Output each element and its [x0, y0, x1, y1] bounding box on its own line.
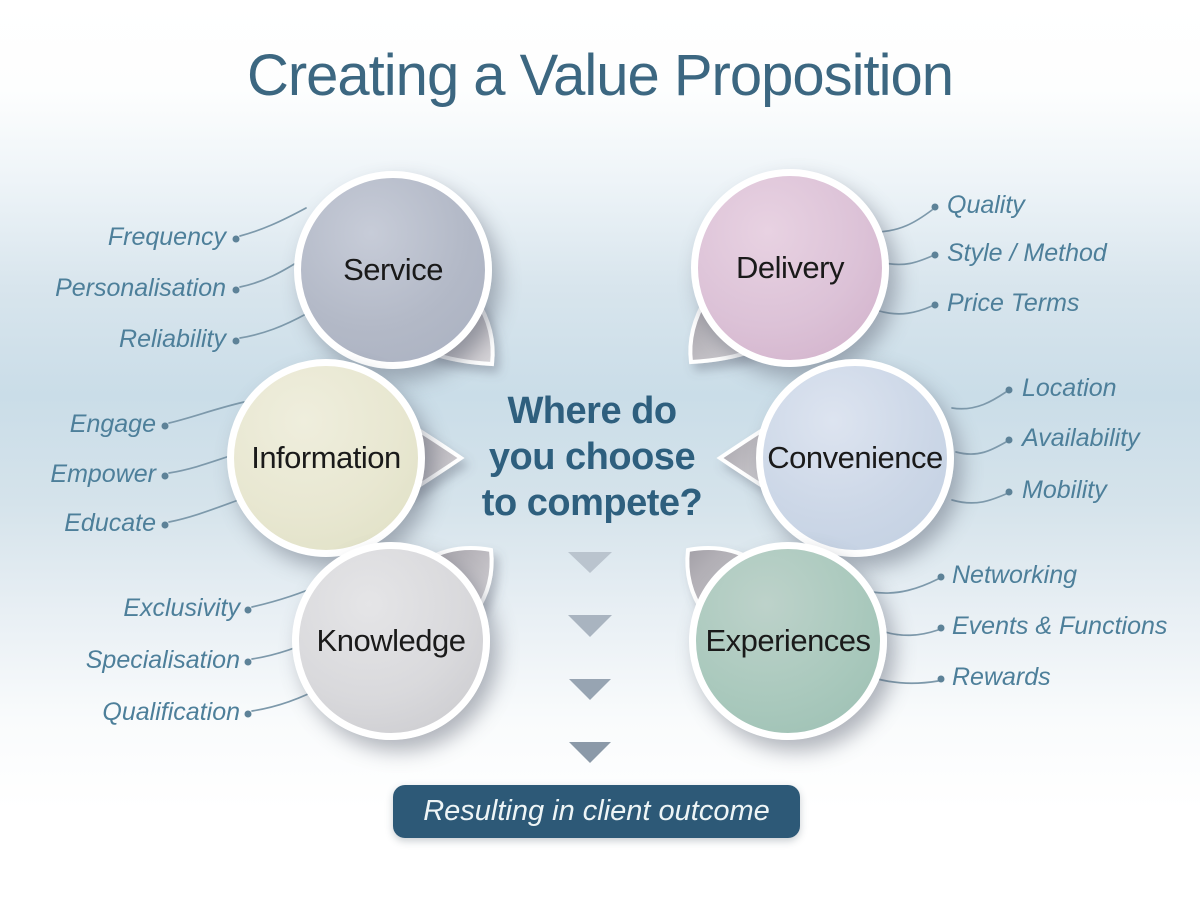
connector-dot — [1005, 436, 1013, 444]
experiences-item-events-functions: Events & Functions — [952, 612, 1168, 640]
bubble-delivery: Delivery — [691, 169, 889, 367]
bubble-service: Service — [294, 171, 492, 369]
connector-dot — [244, 658, 252, 666]
connector-dot — [232, 286, 240, 294]
bubble-experiences: Experiences — [689, 542, 887, 740]
connector-dot — [937, 573, 945, 581]
convenience-item-availability: Availability — [1022, 424, 1140, 452]
information-item-educate: Educate — [64, 509, 156, 537]
connector-dots — [161, 203, 1013, 718]
service-item-reliability: Reliability — [119, 325, 226, 353]
down-arrow-icon — [569, 679, 611, 700]
connector-dot — [232, 337, 240, 345]
bubble-convenience-label: Convenience — [767, 440, 943, 475]
knowledge-item-specialisation: Specialisation — [85, 646, 240, 674]
page-title: Creating a Value Proposition — [246, 43, 954, 108]
connector-dot — [244, 710, 252, 718]
convenience-connector-3 — [951, 493, 1007, 504]
experiences-connector-1 — [871, 578, 939, 594]
information-connector-1 — [168, 401, 245, 424]
service-connector-1 — [239, 207, 307, 237]
outcome-banner: Resulting in client outcome — [393, 785, 800, 838]
connector-dot — [161, 422, 169, 430]
bubble-convenience: Convenience — [756, 359, 954, 557]
connector-dot — [232, 235, 240, 243]
bubble-knowledge: Knowledge — [292, 542, 490, 740]
question-line-3: to compete? — [481, 482, 703, 524]
connector-dot — [1005, 386, 1013, 394]
bubble-knowledge-label: Knowledge — [316, 623, 466, 658]
question-line-2: you choose — [488, 436, 696, 478]
service-item-personalisation: Personalisation — [55, 274, 226, 302]
delivery-item-style-method: Style / Method — [947, 239, 1107, 267]
down-arrow-icon — [568, 552, 612, 573]
bubble-experiences-label: Experiences — [705, 623, 871, 658]
information-item-empower: Empower — [50, 460, 156, 488]
down-arrow-icon — [568, 615, 612, 637]
connector-dot — [244, 606, 252, 614]
information-item-engage: Engage — [69, 410, 156, 438]
delivery-item-price-terms: Price Terms — [947, 289, 1080, 317]
delivery-connector-3 — [875, 305, 933, 315]
bubble-service-label: Service — [343, 252, 443, 287]
connector-dot — [931, 251, 939, 259]
experiences-item-rewards: Rewards — [952, 663, 1051, 691]
outcome-banner-label: Resulting in client outcome — [423, 795, 770, 827]
service-item-frequency: Frequency — [107, 223, 226, 251]
cascade-arrows — [568, 552, 612, 763]
connector-dot — [161, 521, 169, 529]
connector-dot — [931, 301, 939, 309]
service-connector-3 — [239, 313, 307, 339]
connector-dot — [937, 675, 945, 683]
central-question: Where do you choose to compete? — [432, 388, 752, 526]
down-arrow-icon — [569, 742, 611, 763]
information-connector-3 — [168, 497, 245, 523]
connector-dot — [161, 472, 169, 480]
convenience-item-mobility: Mobility — [1022, 476, 1107, 504]
connector-dot — [937, 624, 945, 632]
convenience-connector-1 — [951, 391, 1007, 410]
connector-dot — [931, 203, 939, 211]
experiences-connector-3 — [873, 677, 939, 685]
question-line-1: Where do — [507, 390, 677, 432]
connector-dot — [1005, 488, 1013, 496]
delivery-item-quality: Quality — [947, 191, 1025, 219]
bubble-information-label: Information — [251, 440, 401, 475]
connector-curves — [168, 207, 1007, 712]
convenience-item-location: Location — [1022, 374, 1117, 402]
experiences-item-networking: Networking — [952, 561, 1078, 589]
knowledge-item-exclusivity: Exclusivity — [123, 594, 240, 622]
knowledge-item-qualification: Qualification — [102, 698, 240, 726]
experiences-connector-2 — [877, 629, 939, 637]
delivery-connector-1 — [873, 209, 933, 233]
bubble-information: Information — [227, 359, 425, 557]
bubble-delivery-label: Delivery — [736, 250, 844, 285]
convenience-connector-2 — [955, 441, 1007, 455]
